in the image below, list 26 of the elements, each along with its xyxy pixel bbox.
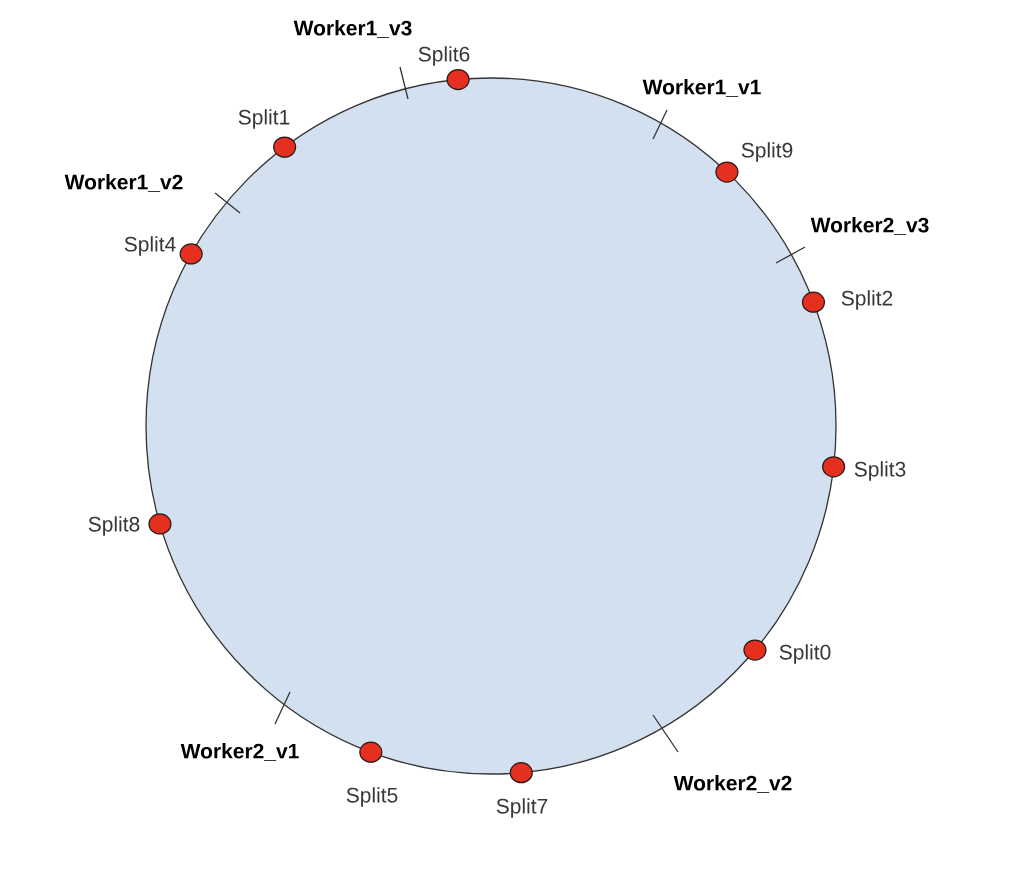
point-label: Split5 bbox=[346, 787, 398, 807]
tick-label: Worker2_v1 bbox=[180, 743, 299, 761]
point-label: Split1 bbox=[238, 109, 290, 129]
tick-label: Worker2_v3 bbox=[810, 217, 929, 235]
point-label: Split9 bbox=[741, 142, 793, 162]
point-label: Split4 bbox=[124, 236, 176, 256]
point-marker bbox=[715, 161, 739, 183]
point-label: Split2 bbox=[841, 290, 893, 310]
tick-label: Worker1_v3 bbox=[293, 20, 412, 38]
point-marker bbox=[273, 136, 297, 158]
tick-label: Worker2_v2 bbox=[673, 775, 792, 793]
point-label: Split7 bbox=[496, 798, 548, 818]
point-marker bbox=[822, 456, 846, 478]
point-marker bbox=[446, 69, 470, 91]
tick-label: Worker1_v1 bbox=[642, 79, 761, 97]
point-marker bbox=[801, 291, 826, 313]
point-marker bbox=[509, 762, 533, 784]
tick-label: Worker1_v2 bbox=[64, 174, 183, 192]
point-marker bbox=[148, 513, 172, 535]
point-label: Split0 bbox=[779, 644, 831, 664]
point-label: Split8 bbox=[88, 516, 140, 536]
point-marker bbox=[743, 639, 767, 661]
point-label: Split6 bbox=[418, 46, 470, 66]
point-label: Split3 bbox=[854, 461, 906, 481]
point-marker bbox=[359, 741, 383, 763]
point-marker bbox=[179, 243, 203, 265]
